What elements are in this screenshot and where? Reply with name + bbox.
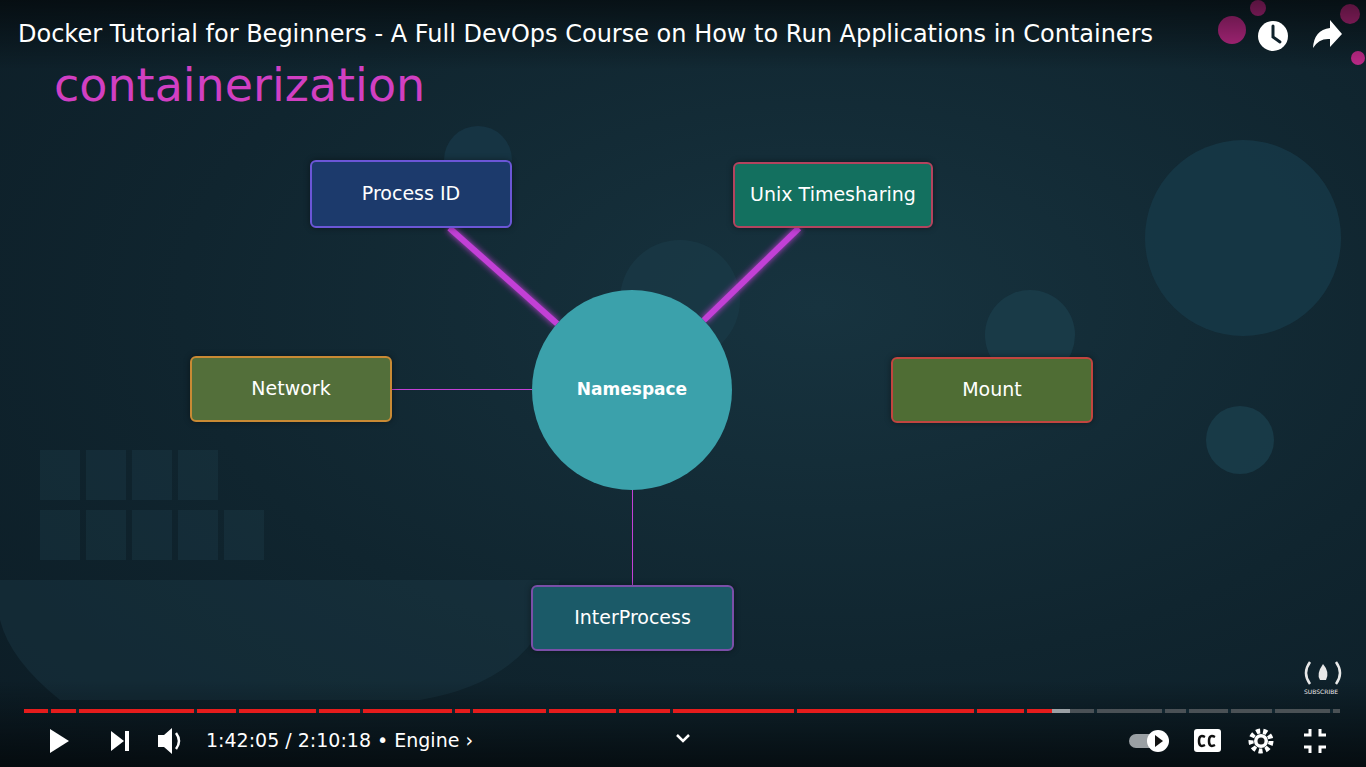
process-box: Mount [891,357,1093,423]
video-title: Docker Tutorial for Beginners - A Full D… [18,20,1153,48]
node-text: Namespace [577,379,687,400]
process-box: Process ID [310,160,512,228]
node-text: Mount [962,378,1022,402]
glow-connector [632,490,633,585]
node-text: Process ID [362,182,460,206]
node-text: InterProcess [574,606,691,630]
namespace-circle: Namespace [532,290,732,490]
node-text: Network [251,377,330,401]
process-box: InterProcess [531,585,734,651]
glow-connector [704,228,799,320]
glow-connector [449,228,557,324]
glow-connector [732,390,891,391]
node-text: Unix Timesharing [750,183,916,207]
subscribe-text: SUBSCRIBE [1304,688,1338,695]
time-display: 1:42:05 / 2:10:18 • Engine › [206,729,473,751]
process-box: Unix Timesharing [733,162,933,228]
process-box: Network [190,356,392,422]
slide-title: containerization [54,58,425,112]
glow-connector [392,389,532,390]
